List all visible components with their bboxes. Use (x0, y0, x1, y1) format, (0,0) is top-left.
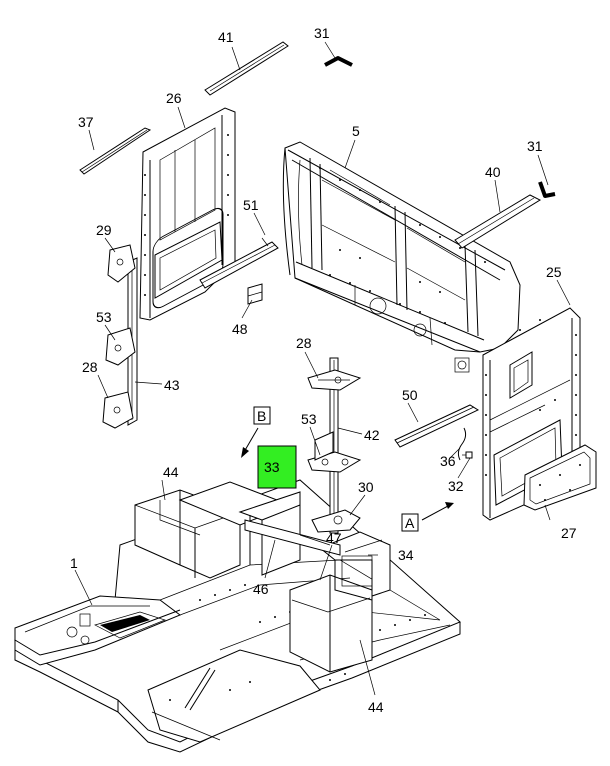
callout-25[interactable]: 25 (546, 264, 562, 280)
callout-37[interactable]: 37 (78, 114, 94, 130)
strip-41 (204, 41, 289, 96)
view-box-a[interactable] (401, 513, 419, 532)
callout-36[interactable]: 36 (440, 453, 456, 469)
callout-29[interactable]: 29 (96, 222, 112, 238)
callout-32[interactable]: 32 (448, 478, 464, 494)
callout-42[interactable]: 42 (364, 427, 380, 443)
rail-40 (454, 194, 542, 249)
channel-50 (394, 404, 480, 448)
callout-47[interactable]: 47 (326, 530, 342, 546)
callout-50[interactable]: 50 (402, 387, 418, 403)
callout-28-mid[interactable]: 28 (296, 335, 312, 351)
view-arrow-a (421, 502, 454, 521)
callout-51[interactable]: 51 (243, 197, 259, 213)
angle-31-right (538, 181, 556, 198)
floor-rivets (169, 584, 426, 701)
view-arrow-b (241, 427, 259, 458)
view-label-a[interactable]: A (405, 515, 415, 531)
fitting-36-32 (457, 427, 473, 461)
callout-43[interactable]: 43 (164, 377, 180, 393)
callout-5[interactable]: 5 (352, 123, 360, 139)
view-box-b[interactable] (253, 406, 271, 425)
callout-31-right[interactable]: 31 (527, 138, 543, 154)
leader-lines (74, 41, 571, 696)
callout-26[interactable]: 26 (166, 90, 182, 106)
callout-44-right[interactable]: 44 (368, 699, 384, 715)
callout-labels: 41 31 37 26 5 31 40 29 51 25 53 48 28 28… (70, 25, 577, 715)
callout-41[interactable]: 41 (218, 29, 234, 45)
callout-53-mid[interactable]: 53 (301, 411, 317, 427)
callout-1[interactable]: 1 (70, 555, 78, 571)
callout-30[interactable]: 30 (358, 479, 374, 495)
channel-46 (238, 491, 341, 576)
callout-46[interactable]: 46 (253, 581, 269, 597)
back-wall-rivets (319, 167, 486, 324)
callout-28-left[interactable]: 28 (82, 359, 98, 375)
callout-34[interactable]: 34 (398, 547, 414, 563)
highlight-box-33[interactable] (257, 445, 297, 489)
callout-53-left[interactable]: 53 (96, 309, 112, 325)
channel-51 (199, 237, 279, 289)
callout-31-top[interactable]: 31 (314, 25, 330, 41)
callout-48[interactable]: 48 (232, 321, 248, 337)
callout-40[interactable]: 40 (485, 164, 501, 180)
right-wall-rivets (485, 319, 577, 476)
callout-33[interactable]: 33 (264, 459, 280, 475)
view-label-b[interactable]: B (257, 408, 266, 424)
tab-48 (247, 283, 263, 305)
window-panel-27 (523, 444, 597, 511)
callout-27[interactable]: 27 (561, 525, 577, 541)
left-wall-26 (127, 107, 236, 426)
callout-44-left[interactable]: 44 (163, 464, 179, 480)
angle-31-top (324, 56, 353, 67)
back-wall-5 (282, 141, 521, 373)
strip-37 (79, 127, 152, 175)
left-wall-rivets (144, 134, 229, 296)
